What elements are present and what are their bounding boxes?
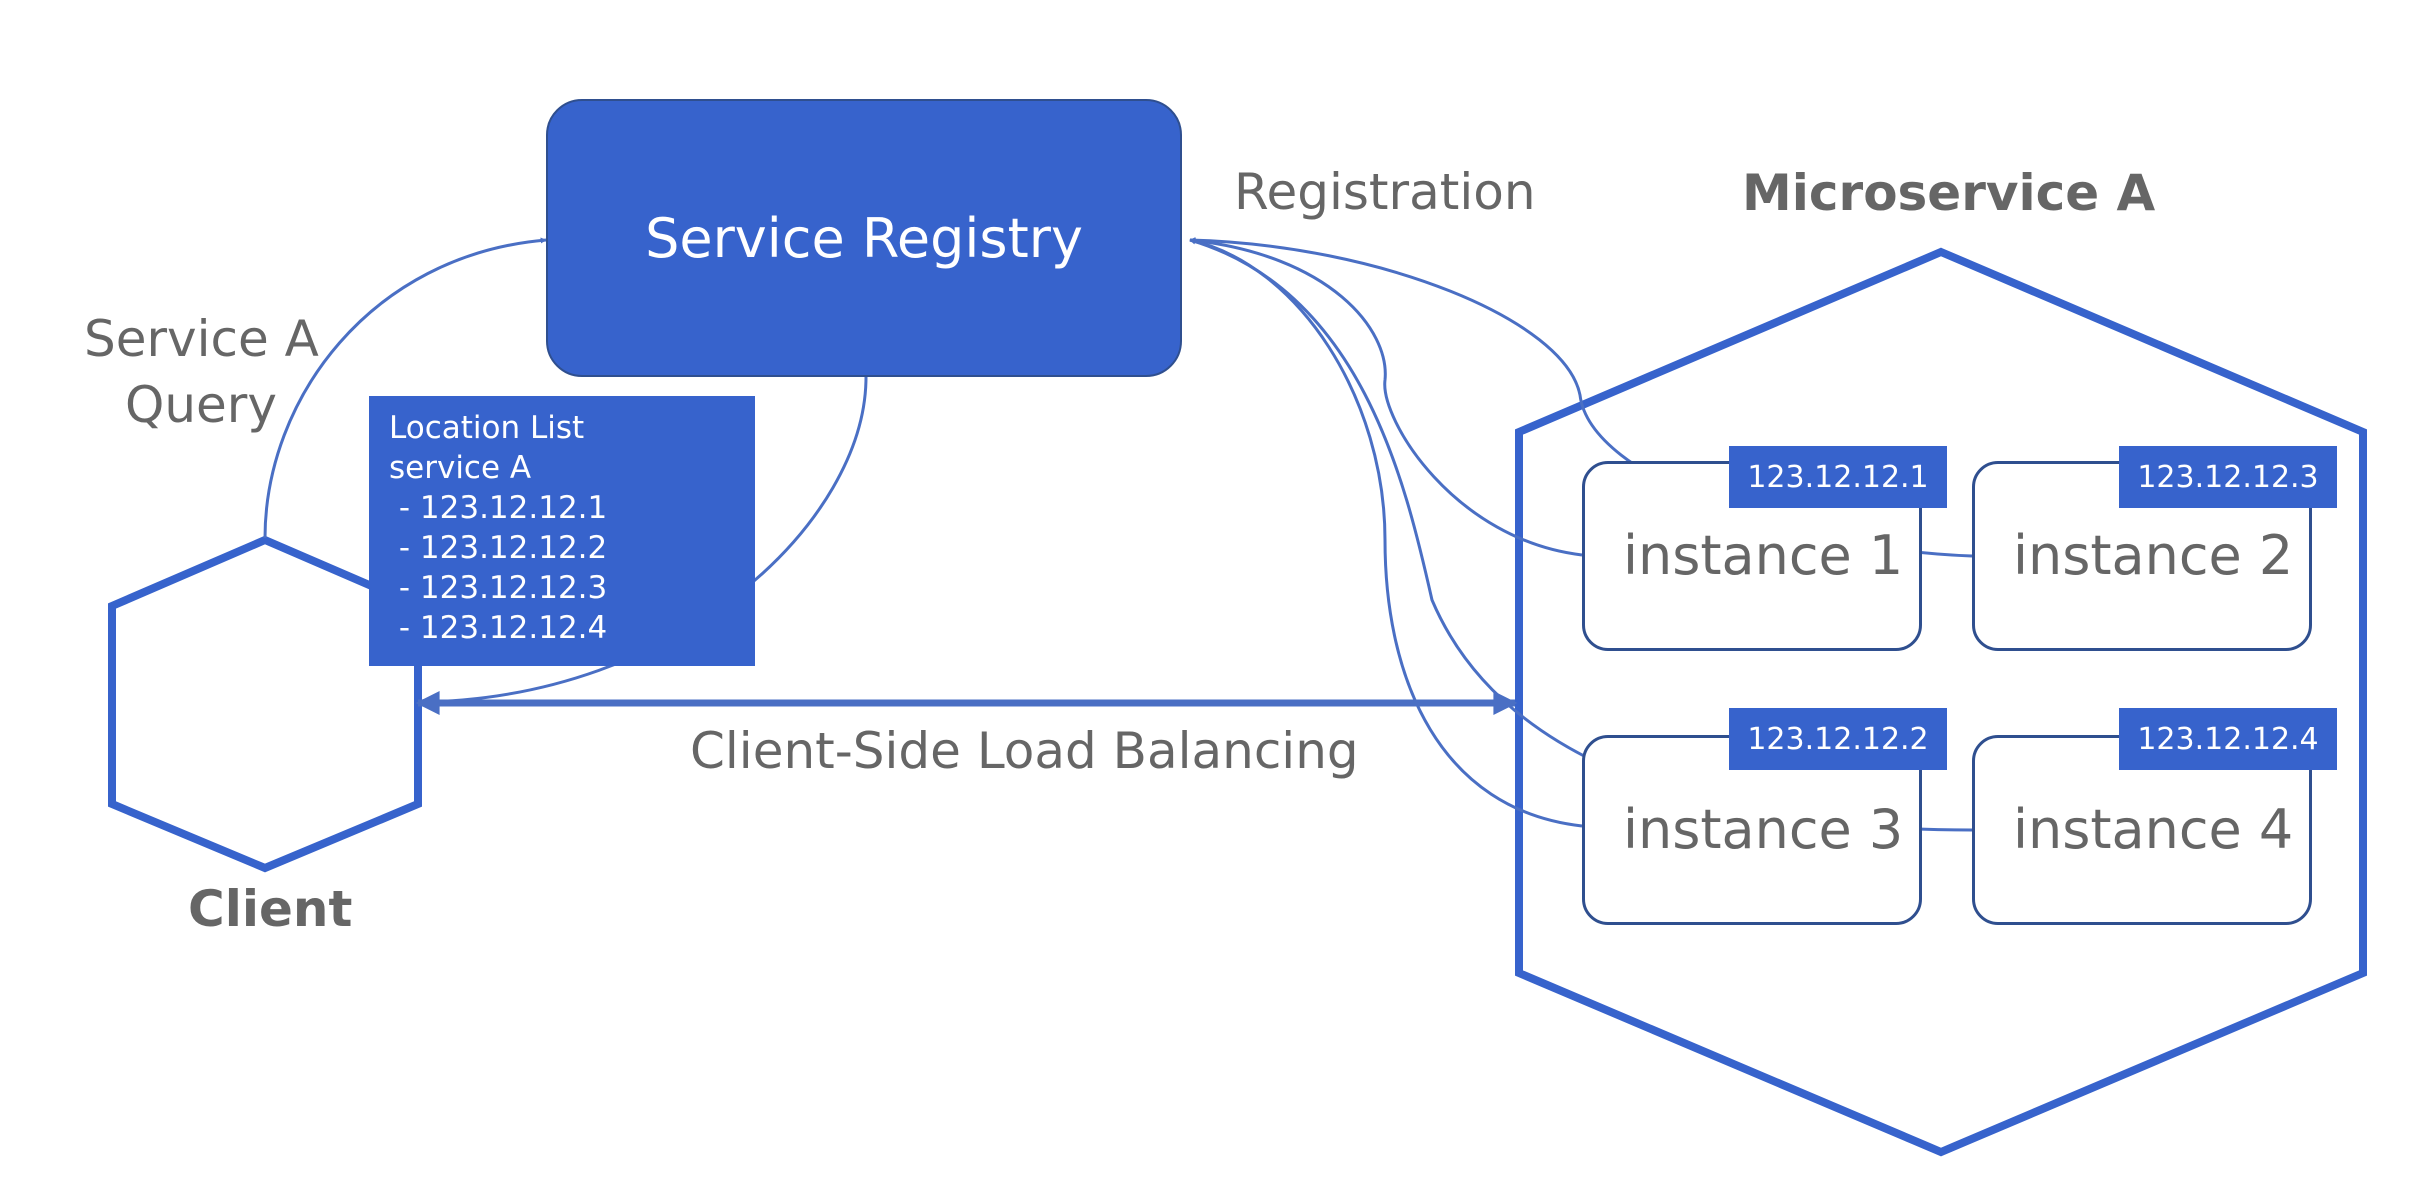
registration-connector-instance-3	[1189, 238, 1583, 828]
service-registry-label: Service Registry	[645, 206, 1083, 270]
query-label-line-1: Service A	[84, 310, 319, 368]
instance-2-label: instance 2	[2013, 524, 2294, 587]
registration-label: Registration	[1234, 163, 1536, 221]
instance-1-ip: 123.12.12.1	[1747, 459, 1929, 495]
location-list-subtitle: service A	[389, 450, 532, 486]
instance-1-ip-badge: 123.12.12.1	[1729, 446, 1947, 508]
instance-1-label: instance 1	[1623, 524, 1904, 587]
instance-4-ip-badge: 123.12.12.4	[2119, 708, 2337, 770]
instance-3-ip: 123.12.12.2	[1747, 721, 1929, 757]
query-label-line-2: Query	[125, 376, 277, 434]
registration-connector-instance-1	[1189, 237, 1583, 557]
microservice-label: Microservice A	[1742, 164, 2156, 222]
instance-4-ip: 123.12.12.4	[2137, 721, 2319, 757]
location-list-item: - 123.12.12.3	[389, 570, 608, 606]
instance-3-label: instance 3	[1623, 798, 1904, 861]
instance-2-ip-badge: 123.12.12.3	[2119, 446, 2337, 508]
instance-2-ip: 123.12.12.3	[2137, 459, 2319, 495]
load-balancing-label: Client-Side Load Balancing	[690, 722, 1359, 780]
location-list-item: - 123.12.12.1	[389, 490, 608, 526]
location-list-box: Location List service A - 123.12.12.1 - …	[369, 396, 755, 666]
location-list-title: Location List	[389, 410, 585, 446]
location-list-item: - 123.12.12.4	[389, 610, 608, 646]
microservice-hexagon	[1515, 247, 2367, 1157]
instance-3-ip-badge: 123.12.12.2	[1729, 708, 1947, 770]
query-connector	[263, 237, 547, 539]
instance-4-label: instance 4	[2013, 798, 2294, 861]
location-list-item: - 123.12.12.2	[389, 530, 608, 566]
client-label: Client	[188, 880, 353, 938]
service-registry-box: Service Registry	[546, 99, 1182, 377]
